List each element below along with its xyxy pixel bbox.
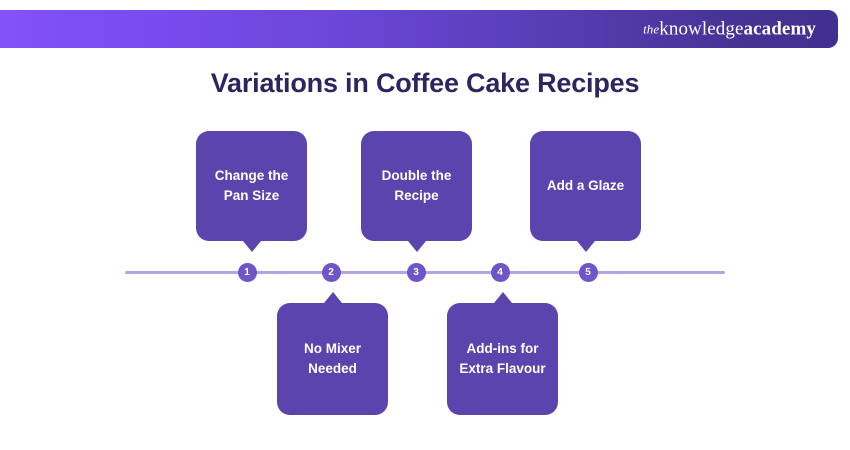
timeline-marker-2[interactable]: 2	[321, 263, 341, 282]
step-card-3-label: Double the Recipe	[381, 168, 452, 203]
step-card-1-pointer-icon	[242, 241, 261, 252]
step-card-2[interactable]: No Mixer Needed	[277, 292, 388, 415]
page-title: Variations in Coffee Cake Recipes	[210, 68, 640, 98]
step-card-3-pointer-icon	[407, 241, 426, 252]
timeline-marker-4[interactable]: 4	[490, 263, 510, 282]
timeline-marker-3[interactable]: 3	[406, 263, 426, 282]
header-bar: theknowledgeacademy	[0, 10, 838, 48]
timeline-marker-5[interactable]: 5	[578, 263, 598, 282]
step-card-2-label: No Mixer Needed	[303, 341, 361, 376]
step-card-5[interactable]: Add a Glaze	[530, 131, 641, 252]
brand-logo-suffix: academy	[743, 18, 816, 40]
step-card-1-label: Change the Pan Size	[214, 168, 289, 203]
step-card-1[interactable]: Change the Pan Size	[196, 131, 307, 252]
step-card-3[interactable]: Double the Recipe	[361, 131, 472, 252]
step-card-5-label: Add a Glaze	[546, 178, 625, 194]
step-card-4-label: Add-ins for Extra Flavour	[459, 341, 546, 376]
brand-logo: theknowledgeacademy	[643, 20, 816, 39]
brand-logo-prefix: the	[643, 21, 660, 37]
step-card-2-pointer-icon	[323, 292, 342, 303]
timeline-marker-1[interactable]: 1	[237, 263, 257, 282]
brand-logo-middle: knowledge	[659, 18, 744, 40]
step-card-4[interactable]: Add-ins for Extra Flavour	[447, 292, 558, 415]
step-card-5-pointer-icon	[576, 241, 595, 252]
step-card-4-pointer-icon	[493, 292, 512, 303]
